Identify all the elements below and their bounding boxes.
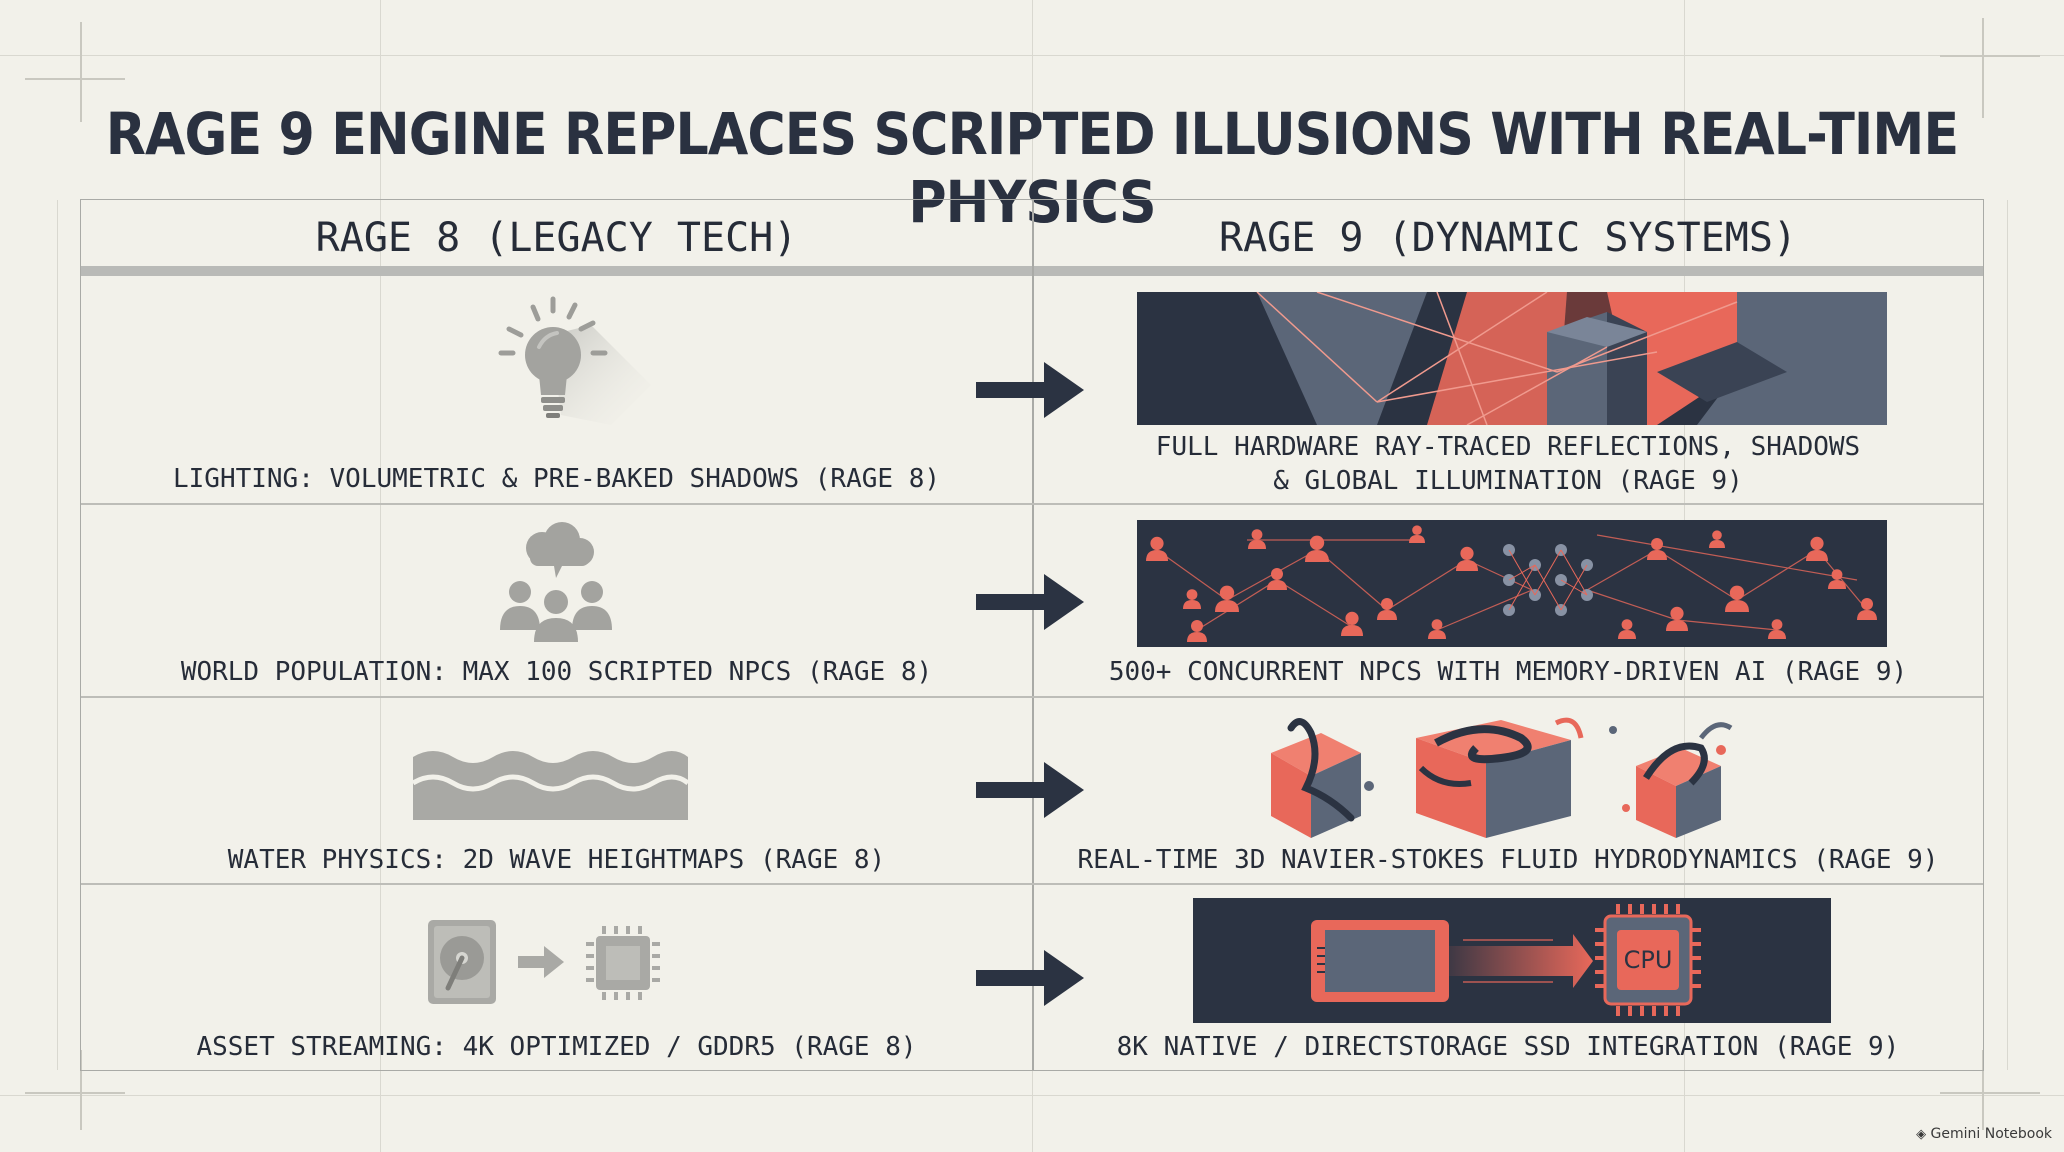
cpu-label: CPU <box>1623 946 1673 974</box>
dynamic-caption: REAL-TIME 3D NAVIER-STOKES FLUID HYDRODY… <box>1077 845 1939 875</box>
fluid-cubes-image <box>1261 708 1761 847</box>
row-divider <box>81 696 1983 698</box>
crop-mark <box>25 1092 125 1094</box>
crop-mark <box>80 1050 82 1130</box>
row-divider <box>81 883 1983 885</box>
crop-mark <box>1940 55 2040 57</box>
lightbulb-icon <box>481 295 681 449</box>
guide-line <box>380 0 381 1152</box>
dynamic-caption: 500+ CONCURRENT NPCS WITH MEMORY-DRIVEN … <box>1108 657 1908 687</box>
dynamic-caption: 8K NATIVE / DIRECTSTORAGE SSD INTEGRATIO… <box>1116 1032 1900 1062</box>
wave-heightmap-icon <box>411 745 690 824</box>
hdd-to-chip-icon <box>426 918 686 1012</box>
crop-mark <box>1940 1092 2040 1094</box>
legacy-caption: WORLD POPULATION: MAX 100 SCRIPTED NPCS … <box>180 657 933 687</box>
comparison-table: RAGE 8 (LEGACY TECH) RAGE 9 (DYNAMIC SYS… <box>80 199 1984 1071</box>
ssd-to-cpu-image: CPU <box>1193 898 1831 1023</box>
guide-line <box>2007 200 2008 1070</box>
dynamic-caption: FULL HARDWARE RAY-TRACED REFLECTIONS, SH… <box>1155 432 1861 496</box>
row-divider <box>81 503 1983 505</box>
arrow-right-icon <box>976 572 1086 636</box>
npc-network-image <box>1137 520 1887 651</box>
column-divider <box>1032 200 1034 1070</box>
arrow-right-icon <box>976 360 1086 424</box>
brand-watermark: ◈ Gemini Notebook <box>1916 1126 2052 1142</box>
column-header-legacy: RAGE 8 (LEGACY TECH) <box>315 215 798 261</box>
page-title: RAGE 9 ENGINE REPLACES SCRIPTED ILLUSION… <box>105 100 1959 236</box>
crop-mark <box>80 22 82 122</box>
legacy-caption: ASSET STREAMING: 4K OPTIMIZED / GDDR5 (R… <box>196 1032 917 1062</box>
crowd-cloud-icon <box>486 520 626 649</box>
crop-mark <box>1982 18 1984 118</box>
arrow-right-icon <box>976 760 1086 824</box>
brand-label: Gemini Notebook <box>1930 1126 2052 1142</box>
crop-mark <box>25 78 125 80</box>
guide-line <box>57 200 58 1070</box>
legacy-caption: WATER PHYSICS: 2D WAVE HEIGHTMAPS (RAGE … <box>227 845 886 875</box>
column-header-dynamic: RAGE 9 (DYNAMIC SYSTEMS) <box>1219 215 1797 261</box>
crop-mark <box>1982 1050 1984 1130</box>
legacy-caption: LIGHTING: VOLUMETRIC & PRE-BAKED SHADOWS… <box>172 464 940 494</box>
arrow-right-icon <box>976 948 1086 1012</box>
notebook-logo-icon: ◈ <box>1916 1127 1927 1142</box>
ray-traced-reflections-image <box>1137 291 1887 429</box>
